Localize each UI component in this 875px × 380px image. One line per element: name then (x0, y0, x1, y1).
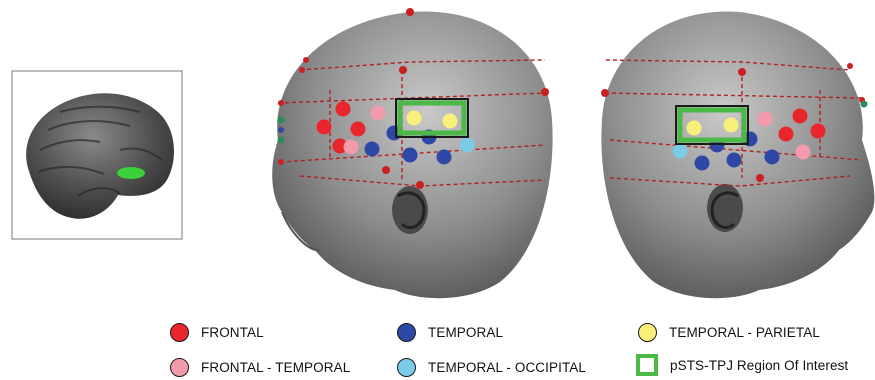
legend-label: TEMPORAL (428, 325, 503, 340)
legend-label: FRONTAL (201, 325, 264, 340)
legend-item-frontal: FRONTAL (170, 321, 264, 343)
legend-item-frontal-temporal: FRONTAL - TEMPORAL (170, 356, 350, 378)
roi-swatch-icon (636, 354, 658, 376)
frontal-swatch-icon (170, 323, 189, 342)
legend-item-temporal-occipital: TEMPORAL - OCCIPITAL (397, 356, 586, 378)
legend-item-temporal-parietal: TEMPORAL - PARIETAL (638, 321, 820, 343)
legend-label: TEMPORAL - OCCIPITAL (428, 360, 586, 375)
temporal-swatch-icon (397, 323, 416, 342)
legend-item-roi: pSTS-TPJ Region Of Interest (636, 354, 848, 376)
legend-label: TEMPORAL - PARIETAL (669, 325, 820, 340)
legend-label: FRONTAL - TEMPORAL (201, 360, 350, 375)
temporal-parietal-swatch-icon (638, 323, 657, 342)
temporal-occipital-swatch-icon (397, 358, 416, 377)
legend-label: pSTS-TPJ Region Of Interest (670, 358, 848, 373)
legend-item-temporal: TEMPORAL (397, 321, 503, 343)
frontal-temporal-swatch-icon (170, 358, 189, 377)
